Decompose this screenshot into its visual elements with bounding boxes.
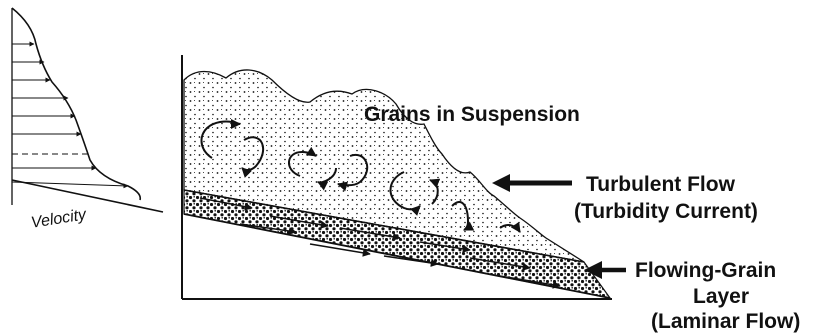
turbidity-current-label: (Turbidity Current)	[574, 201, 758, 222]
velocity-arrows	[12, 44, 128, 186]
turbulent-flow-label: Turbulent Flow	[586, 174, 735, 195]
grains-in-suspension-label: Grains in Suspension	[364, 104, 580, 125]
flow-diagram	[182, 55, 626, 299]
velocity-profile	[12, 8, 163, 212]
laminar-flow-label: (Laminar Flow)	[651, 311, 800, 332]
velocity-profile-curve	[12, 8, 140, 200]
flowing-grain-label: Flowing-Grain	[635, 260, 776, 281]
turbulent-flow-pointer-head	[492, 174, 510, 192]
layer-label: Layer	[693, 286, 749, 307]
